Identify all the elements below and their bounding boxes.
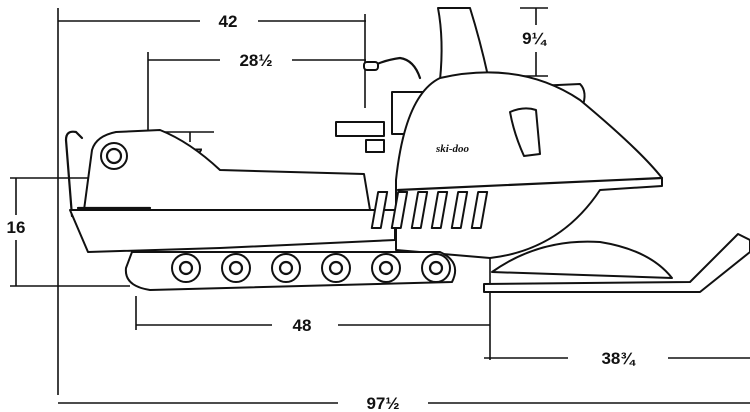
hood-edge [396,176,664,192]
tail-light-lens [105,147,123,165]
brand-logo: ski-doo [435,143,470,155]
dim-overall-length: 97½ [366,394,399,412]
grab-bar [64,130,84,218]
hood-vents [370,191,489,229]
windshield [437,7,489,81]
bogie-wheels [171,253,451,283]
ski-spring [491,240,673,279]
carburetor [335,121,385,137]
cowl-window [509,107,541,157]
dim-handlebar-height: 9¼ [522,29,547,48]
ski [483,233,750,293]
chassis [69,209,396,253]
tail-light [100,142,128,170]
dim-track-length: 48 [293,316,312,335]
handlebar-grip [363,61,379,71]
seat [83,129,371,211]
dim-seat-length: 28½ [239,51,272,70]
dim-rear-height: 16 [7,218,26,237]
hood [395,71,663,259]
engine-fitting [365,139,385,153]
dim-seat-to-front: 42 [219,12,238,31]
snowmobile-illustration: ski-doo [64,7,750,293]
dim-ski-length: 38¾ [601,349,636,368]
